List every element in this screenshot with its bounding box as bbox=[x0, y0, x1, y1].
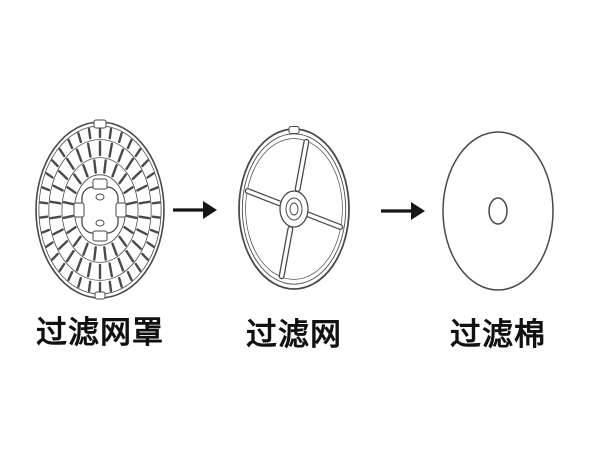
filter-cover-figure bbox=[31, 119, 169, 301]
filter-cover-illustration bbox=[35, 119, 165, 300]
filter-mesh-figure bbox=[236, 125, 352, 293]
right-arrow-icon-svg bbox=[173, 201, 217, 219]
right-arrow-icon bbox=[171, 197, 217, 228]
filter-cotton-illustration bbox=[442, 131, 554, 291]
filter-mesh-illustration bbox=[238, 126, 350, 290]
filter-cotton-figure bbox=[441, 128, 555, 294]
right-arrow-icon-svg bbox=[381, 202, 425, 220]
right-arrow-icon bbox=[379, 198, 425, 229]
filter-cotton-label: 过滤棉 bbox=[450, 317, 546, 352]
filter-mesh-label: 过滤网 bbox=[246, 317, 342, 352]
filter-cover-label: 过滤网罩 bbox=[36, 315, 164, 350]
